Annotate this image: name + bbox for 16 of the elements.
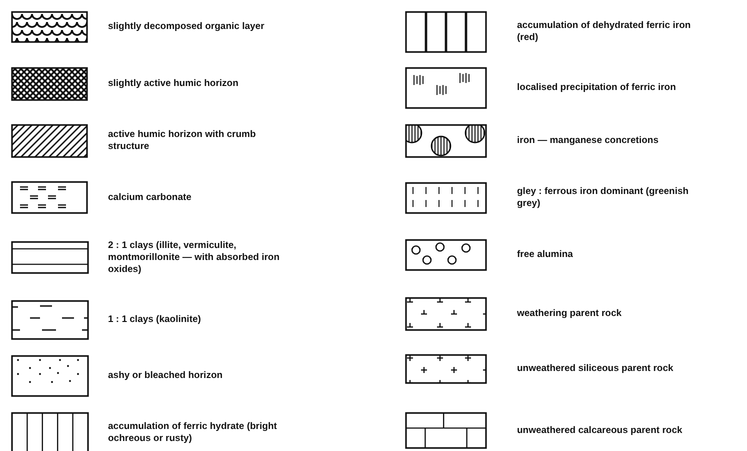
legend-text: 2 : 1 clays (illite, vermiculite, montmorillonite — with absorbed iron oxides) [108, 240, 281, 276]
legend-text: slightly active humic horizon [108, 78, 240, 90]
legend-text: accumulation of dehydrated ferric iron (red) [517, 20, 692, 44]
legend-text: gley : ferrous iron dominant (greenish grey) [517, 186, 690, 210]
legend-text: unweathered calcareous parent rock [517, 424, 684, 436]
legend-text: ashy or bleached horizon [108, 370, 224, 382]
legend-text: unweathered siliceous parent rock [517, 363, 674, 375]
legend-text: slightly decomposed organic layer [108, 21, 266, 33]
legend-text: accumulation of ferric hydrate (bright ochreous or rusty) [108, 421, 278, 445]
legend-text: free alumina [517, 249, 574, 261]
legend-text: 1 : 1 clays (kaolinite) [108, 314, 202, 326]
legend-text: calcium carbonate [108, 192, 192, 204]
legend-text: active humic horizon with crumb structure [108, 129, 257, 153]
legend-text: localised precipitation of ferric iron [517, 82, 677, 94]
legend-text: weathering parent rock [517, 308, 623, 320]
legend-text: iron — manganese concretions [517, 135, 660, 147]
